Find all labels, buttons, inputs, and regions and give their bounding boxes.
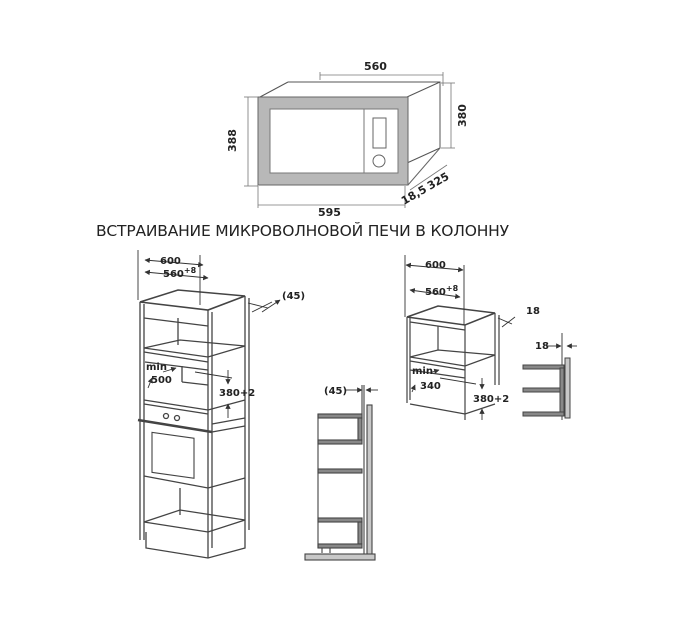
- dim-niche-height-right: 380+2: [473, 394, 509, 405]
- dim-inner-560-left: 560+8: [163, 266, 197, 280]
- dim-inner-560-right: 560+8: [425, 284, 459, 298]
- dim-frame-18-5: 18,5: [399, 183, 429, 208]
- dim-shelf-18: 18: [535, 341, 549, 352]
- dim-height-388: 388: [226, 129, 239, 152]
- label-min-left: min: [146, 362, 167, 373]
- dim-outer-600-right: 600: [425, 260, 446, 271]
- dim-back-gap-45: (45): [282, 291, 305, 302]
- dim-niche-height-left: 380+2: [219, 388, 255, 399]
- page-title: ВСТРАИВАНИЕ МИКРОВОЛНОВОЙ ПЕЧИ В КОЛОННУ: [96, 222, 509, 240]
- side-section-drawing: [304, 385, 378, 561]
- dim-height-380: 380: [456, 104, 469, 127]
- column-600-drawing: [137, 250, 281, 559]
- dim-width-595: 595: [318, 206, 341, 219]
- label-min-right: min: [412, 366, 433, 377]
- dim-min-depth-340: 340: [420, 381, 441, 392]
- dim-outer-600-left: 600: [160, 256, 181, 267]
- dim-width-560: 560: [364, 60, 387, 73]
- column-340-drawing: [404, 255, 516, 420]
- dim-min-depth-500: 500: [151, 375, 172, 386]
- dim-side-gap-45: (45): [324, 386, 347, 397]
- dim-panel-18: 18: [526, 306, 540, 317]
- dim-depth-325: 325: [425, 170, 451, 193]
- microwave-drawing: [244, 72, 455, 208]
- shelf-detail-drawing: [522, 333, 577, 420]
